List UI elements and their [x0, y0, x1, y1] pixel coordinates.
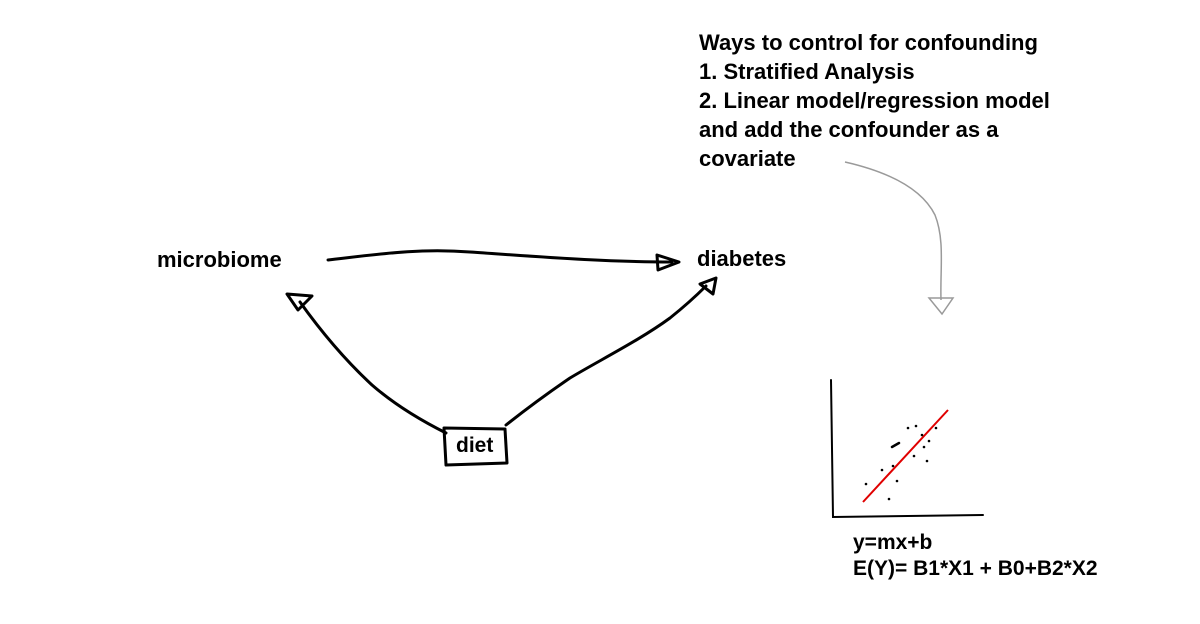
equation-regression: E(Y)= B1*X1 + B0+B2*X2 [853, 557, 1098, 580]
notes-item-2-end: covariate [699, 146, 796, 171]
plot-point [927, 439, 931, 443]
arrowhead-diabetes-horizontal [655, 253, 681, 272]
diet-box [442, 426, 509, 467]
plot-point [914, 424, 918, 428]
equations: y=mx+b E(Y)= B1*X1 + B0+B2*X2 [853, 530, 1098, 582]
plot-point [920, 433, 924, 437]
node-microbiome: microbiome [157, 247, 282, 272]
pointer-arrow [844, 161, 943, 301]
notes-item-1: 1. Stratified Analysis [699, 59, 915, 84]
plot-point [925, 459, 929, 463]
plot-axes [830, 379, 984, 519]
plot-point [880, 468, 884, 472]
plot-point [864, 482, 868, 486]
notes-item-2-cont: and add the confounder as a [699, 117, 999, 142]
arrow-diet-to-diabetes [504, 284, 708, 427]
node-diet: diet [456, 434, 494, 457]
arrow-microbiome-to-diabetes [326, 249, 674, 264]
plot-point-dash [890, 441, 901, 449]
plot-point [891, 464, 895, 468]
confounding-notes: Ways to control for confounding 1. Strat… [699, 28, 1050, 173]
equation-linear: y=mx+b [853, 531, 933, 554]
plot-point [887, 497, 891, 501]
pointer-arrowhead [927, 297, 955, 316]
notes-item-2: 2. Linear model/regression model [699, 88, 1050, 113]
plot-point [895, 479, 899, 483]
plot-point [934, 426, 938, 430]
arrow-diet-to-microbiome [298, 300, 448, 435]
arrowhead-diabetes-diagonal [698, 276, 718, 296]
node-diabetes: diabetes [697, 246, 787, 271]
plot-point [912, 454, 916, 458]
plot-point [906, 426, 910, 430]
arrowhead-microbiome [285, 292, 314, 312]
notes-title: Ways to control for confounding [699, 30, 1038, 55]
plot-fit-line [862, 409, 949, 503]
plot-point [922, 445, 926, 449]
plot-points [864, 424, 938, 501]
